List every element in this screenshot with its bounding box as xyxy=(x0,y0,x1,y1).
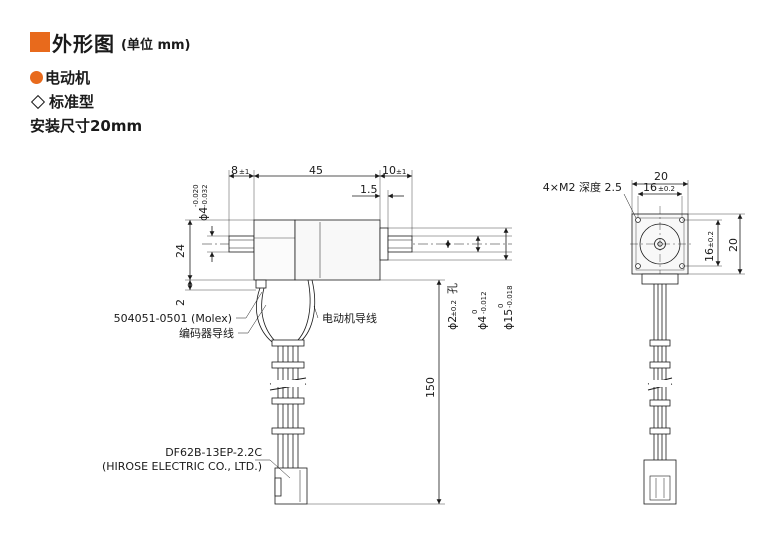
phi4-right-tol-lower: -0.012 xyxy=(480,291,488,314)
phi15-label: ϕ15 xyxy=(502,309,515,330)
phi2-hole-tol: ±0.2 xyxy=(450,300,458,317)
mount-size-label: 安装尺寸20mm xyxy=(30,117,143,135)
motor-wire xyxy=(299,279,316,343)
front-view-labels: 20 16 ±0.2 4×M2 深度 2.5 16 ±0.2 20 xyxy=(543,170,740,262)
right-shaft xyxy=(387,235,413,253)
motor-wire-label: 电动机导线 xyxy=(322,311,377,325)
motor-heading: 电动机 xyxy=(30,67,90,88)
connector-maker-label: (HIROSE ELECTRIC CO., LTD.) xyxy=(102,460,262,473)
mount-hole-tl xyxy=(635,217,641,223)
holes-label: 4×M2 深度 2.5 xyxy=(543,180,622,194)
front-dim-16-label: 16 xyxy=(643,181,657,194)
front-view xyxy=(623,180,745,505)
front-dim-16-tol: ±0.2 xyxy=(658,185,675,193)
connector-part-label: DF62B-13EP-2.2C xyxy=(165,446,262,459)
encoder-connector xyxy=(255,279,267,289)
side-view-labels: 8 ±1 45 10 ±1 1.5 ϕ4 -0.020 -0.032 24 2 … xyxy=(102,164,515,473)
molex-leader xyxy=(236,291,263,319)
phi4-right-label: ϕ4 xyxy=(476,316,489,330)
phi15-tol-upper: 0 xyxy=(497,304,505,308)
side-view xyxy=(185,170,512,505)
phi4-shaft-tol-upper: -0.020 xyxy=(192,184,200,207)
section-title: 外形图 (单位 mm) xyxy=(30,30,191,56)
phi2-hole-suffix: 孔 xyxy=(446,283,459,294)
type-label: 标准型 xyxy=(49,93,95,111)
phi15-tol-lower: -0.018 xyxy=(506,285,514,308)
front-dim-20-label: 20 xyxy=(654,170,668,183)
front-dim-16-side-tol: ±0.2 xyxy=(707,231,715,248)
dim-8-label: 8 xyxy=(231,164,238,177)
orange-dot-icon xyxy=(30,71,43,84)
title-text: 外形图 xyxy=(52,31,115,56)
cable-bundle xyxy=(269,339,307,470)
dim-8-tol: ±1 xyxy=(239,168,249,176)
motor-body xyxy=(294,219,381,281)
encoder-wire xyxy=(256,287,273,343)
orange-square-icon xyxy=(30,32,50,52)
left-shaft xyxy=(228,235,255,253)
phi2-hole-label: ϕ2 xyxy=(446,316,459,330)
type-heading: 标准型 xyxy=(30,91,94,112)
encoder-wire-label: 编码器导线 xyxy=(179,326,234,340)
dim-1-5-label: 1.5 xyxy=(360,183,378,196)
dim-10-label: 10 xyxy=(382,164,396,177)
front-cable-bundle xyxy=(647,284,673,462)
phi4-right-tol-upper: 0 xyxy=(471,310,479,314)
front-dim-20-side-label: 20 xyxy=(727,238,740,252)
front-dim-16-side-label: 16 xyxy=(703,248,716,262)
encoder-wire-leader xyxy=(238,304,267,334)
unit-text: (单位 mm) xyxy=(121,38,191,53)
encoder-housing xyxy=(253,219,296,281)
motor-label: 电动机 xyxy=(45,69,91,87)
holes-leader xyxy=(623,193,637,219)
molex-label: 504051-0501 (Molex) xyxy=(114,312,232,325)
dim-45-label: 45 xyxy=(309,164,323,177)
connector-leader xyxy=(255,459,291,479)
phi4-shaft-label: ϕ4 xyxy=(197,207,210,221)
dim-24-label: 24 xyxy=(174,244,187,258)
dim-2-label: 2 xyxy=(174,299,187,306)
dim-10-tol: ±1 xyxy=(396,168,406,176)
phi4-shaft-tol-lower: -0.032 xyxy=(201,184,209,207)
mount-hole-bl xyxy=(635,263,641,269)
motor-wire-leader xyxy=(313,305,319,319)
front-boss xyxy=(379,227,389,261)
dim-150-label: 150 xyxy=(424,377,437,398)
